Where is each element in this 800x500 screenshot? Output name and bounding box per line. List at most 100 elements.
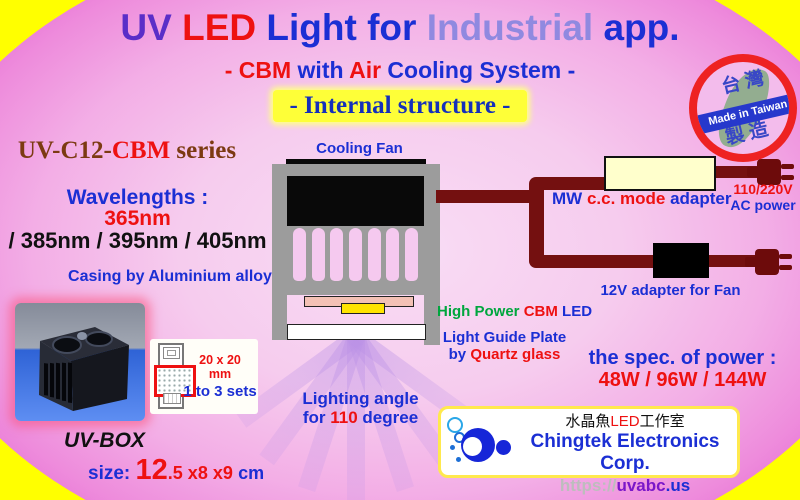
series-cbm: CBM: [111, 137, 171, 164]
power-spec-label: the spec. of power :: [588, 347, 777, 369]
angle-degree: degree: [357, 408, 419, 427]
title-led: LED: [182, 7, 257, 48]
light-guide-line1: Light Guide Plate: [442, 329, 567, 346]
fan-unit: [287, 176, 424, 226]
led-label: High Power CBM LED: [437, 303, 592, 320]
size-value-rest: .5 x8 x9: [167, 463, 233, 483]
lighting-angle-label: Lighting angle for 110 degree: [293, 389, 428, 427]
fin-slot: [348, 228, 362, 281]
led-label-cbm: CBM: [523, 303, 558, 320]
casing-note: Casing by Aluminium alloy: [68, 268, 272, 285]
company-name: Chingtek Electronics Corp.: [530, 431, 720, 474]
lg-by: by: [448, 346, 471, 363]
size-label: size:: [88, 463, 131, 484]
company-url[interactable]: https://uvabc.us: [513, 475, 737, 496]
wavelengths-label: Wavelengths :: [66, 186, 209, 209]
module-led-array-icon: [154, 365, 196, 397]
url-scheme: https://: [559, 476, 617, 495]
mw-label-ccmode: c.c. mode: [586, 189, 666, 208]
uv-box-size: size: 12.5 x8 x9 cm: [88, 456, 264, 485]
company-logo: [441, 409, 513, 475]
fin-slot: [404, 228, 418, 281]
led-label-led: LED: [557, 303, 593, 320]
series-title: UV-C12-CBM series: [12, 137, 242, 165]
wavelength-primary: 365nm: [104, 207, 171, 230]
heatsink-fins: [287, 226, 424, 283]
size-value-big: 12: [135, 454, 168, 486]
fan-plug-icon: [745, 249, 792, 275]
size-unit: cm: [238, 463, 265, 483]
module-fan-icon: [163, 347, 180, 359]
wire-vertical: [529, 177, 544, 268]
internal-structure-banner: - Internal structure -: [273, 90, 527, 122]
logo-circle: [496, 440, 511, 455]
wavelength-others: / 385nm / 395nm / 405nm: [8, 228, 267, 253]
led-chip: [341, 303, 385, 314]
fin-slot: [330, 228, 344, 281]
wire-to-mw-adapter: [536, 177, 606, 190]
lg-quartz: Quartz glass: [470, 346, 561, 363]
light-guide-label: Light Guide Plate by Quartz glass: [437, 329, 572, 363]
wire-fan-to-plug: [707, 255, 757, 267]
title-light-for: Light for: [256, 7, 427, 48]
lighting-angle-line2: for 110 degree: [293, 408, 428, 427]
series-prefix: UV-C12-: [17, 137, 112, 164]
title-app: app.: [593, 7, 680, 48]
uv-box-photo: [15, 303, 145, 421]
light-guide-plate: [287, 324, 426, 340]
made-in-taiwan-badge: 台灣 製造 Made in Taiwan: [689, 54, 797, 162]
fan-adapter-box: [653, 243, 709, 278]
power-spec: the spec. of power : 48W / 96W / 144W: [575, 347, 790, 391]
wire-to-fan-adapter: [536, 255, 657, 268]
angle-110: 110: [330, 408, 358, 427]
fin-slot: [386, 228, 400, 281]
mw-label-adapter: adapter: [665, 189, 732, 208]
light-guide-line2: by Quartz glass: [437, 346, 572, 363]
subtitle-air: Air: [349, 57, 388, 83]
uv-box-label: UV-BOX: [64, 429, 145, 452]
fan-adapter-label: 12V adapter for Fan: [600, 282, 741, 299]
module-dimension: 20 x 20 mm: [184, 353, 256, 381]
fin-slot: [311, 228, 325, 281]
title-uv: UV: [120, 7, 183, 48]
footer-logo-box: 水晶魚LED工作室 Chingtek Electronics Corp. htt…: [438, 406, 740, 495]
module-connector-icon: [163, 393, 181, 404]
uv-box-image: [15, 303, 145, 421]
cooling-fan-label: Cooling Fan: [316, 140, 403, 157]
casing-right-bar: [424, 295, 440, 345]
subtitle: - CBM with Air Cooling System -: [0, 57, 800, 84]
cn-post: 工作室: [639, 413, 685, 430]
subtitle-with: with: [297, 57, 350, 83]
fin-slot: [367, 228, 381, 281]
fin-slot: [293, 228, 306, 281]
ac-power-label: 110/220V AC power: [727, 181, 799, 213]
url-tld: .us: [665, 476, 691, 495]
module-panel: 20 x 20 mm 1 to 3 sets: [150, 339, 258, 414]
company-text: 水晶魚LED工作室 Chingtek Electronics Corp. htt…: [513, 409, 737, 495]
mw-adapter-box: [604, 156, 716, 191]
ac-power-text: AC power: [730, 197, 796, 213]
series-suffix: series: [170, 137, 237, 164]
led-label-highpower: High Power: [437, 303, 524, 320]
logo-circle: [456, 457, 461, 462]
page-title: UV LED Light for Industrial app.: [0, 6, 800, 50]
ac-voltage: 110/220V: [733, 181, 793, 197]
power-spec-values: 48W / 96W / 144W: [598, 369, 767, 391]
device-casing: [272, 164, 440, 295]
module-sets: 1 to 3 sets: [183, 383, 257, 400]
module-dim-value: 20 x 20: [199, 353, 241, 367]
url-name: uvabc: [616, 476, 666, 495]
mw-adapter-label: MW c.c. mode adapter: [552, 189, 732, 209]
module-dim-unit: mm: [208, 367, 232, 381]
subtitle-cbm: - CBM: [224, 57, 298, 83]
company-name-cn: 水晶魚LED工作室: [513, 412, 737, 431]
cn-pre: 水晶魚: [565, 413, 611, 430]
fan-top-plate: [286, 159, 426, 164]
ac-plug-icon: [747, 159, 794, 185]
wire-main: [436, 190, 536, 203]
angle-for: for: [302, 408, 331, 427]
light-ray: [347, 337, 365, 500]
module-schematic: [154, 343, 196, 409]
logo-circle: [450, 445, 455, 450]
